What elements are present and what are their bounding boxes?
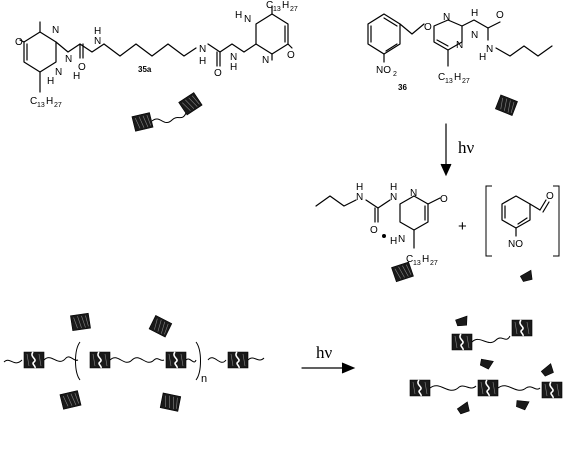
plus-sign: + xyxy=(458,218,467,235)
prod-urea-n2: N xyxy=(390,192,397,203)
prod-tail-sub1: 13 xyxy=(413,260,421,267)
urea-n-3: N xyxy=(199,44,206,55)
tail-right-sub1: 13 xyxy=(273,6,281,13)
compound-35a-label: 35a xyxy=(138,65,152,74)
urea36-h2: H xyxy=(479,52,486,63)
repeat-index: n xyxy=(201,373,207,385)
ring-nh-left: N xyxy=(55,67,62,78)
product-upy-structure: N H O N H N O N H C 13 H 27 xyxy=(315,182,448,267)
arrow-1-label: hν xyxy=(458,138,475,157)
prod-carbonyl-o: O xyxy=(440,194,448,205)
tail-right-h: H xyxy=(282,0,289,11)
supramolecular-polymer: n xyxy=(3,312,265,413)
urea36-h1: H xyxy=(471,8,478,19)
ring-nh-right: N xyxy=(244,14,251,25)
urea-h-4: H xyxy=(230,62,237,73)
urea-nh-1: N xyxy=(65,54,72,65)
nitroso-no: NO xyxy=(508,239,523,250)
tail-36-c: C xyxy=(438,72,445,83)
prod-urea-o: O xyxy=(370,225,378,236)
tail-left-c: C xyxy=(30,96,37,107)
urea-h-2: H xyxy=(94,26,101,37)
pyr-n-right: N xyxy=(456,40,463,51)
prod-tail-c: C xyxy=(406,254,413,265)
pyr-n-top: N xyxy=(443,12,450,23)
prod-ring-nh: N xyxy=(398,234,405,245)
ether-o: O xyxy=(424,22,432,33)
tail-right-sub2: 27 xyxy=(290,6,298,13)
arrow-2-label: hν xyxy=(316,343,333,362)
prod-ring-n: N xyxy=(410,188,417,199)
urea36-o: O xyxy=(496,10,504,21)
urea36-n1: N xyxy=(471,30,478,41)
prod-urea-h2: H xyxy=(390,182,397,193)
tail-36-h: H xyxy=(454,72,461,83)
prod-tail-h: H xyxy=(422,254,429,265)
urea36-n2: N xyxy=(486,44,493,55)
carbonyl-o-right: O xyxy=(287,50,295,61)
compound-35a-cartoon xyxy=(131,91,203,132)
tail-left-sub1: 13 xyxy=(37,102,45,109)
tail-right-c: C xyxy=(266,0,273,11)
photolysis-arrow-2: hν xyxy=(301,343,356,374)
nitro-no: NO xyxy=(376,65,391,76)
h-right: H xyxy=(235,10,242,21)
carbonyl-o-left: O xyxy=(15,37,23,48)
compound-36-structure: NO 2 O N N C 13 H 27 N H O N H 36 xyxy=(367,8,553,92)
prod-urea-n1: N xyxy=(356,192,363,203)
tail-36-sub2: 27 xyxy=(462,78,470,85)
urea-h-1: H xyxy=(73,71,80,82)
ring-n-right: N xyxy=(262,55,269,66)
nitroso-byproduct: O NO xyxy=(485,185,560,257)
h-left: H xyxy=(47,76,54,87)
urea-nh-4: N xyxy=(230,52,237,63)
compound-36-label: 36 xyxy=(398,83,407,92)
compound-35a-structure: O N N H C 13 H 27 N H O N H N H O N H O xyxy=(15,0,298,109)
tail-36-sub1: 13 xyxy=(445,78,453,85)
urea-h-3: H xyxy=(199,56,206,67)
urea-n-2: N xyxy=(94,36,101,47)
prod-urea-h1: H xyxy=(356,182,363,193)
aldehyde-o: O xyxy=(546,191,554,202)
prod-ring-h: H xyxy=(390,236,397,247)
tail-left-sub2: 27 xyxy=(54,102,62,109)
prod-tail-sub2: 27 xyxy=(430,260,438,267)
ring-n-left: N xyxy=(52,25,59,36)
fragmented-oligomers xyxy=(409,315,563,416)
urea-o-2: O xyxy=(214,68,222,79)
urea-o-1: O xyxy=(78,62,86,73)
nitro-sub: 2 xyxy=(393,71,397,78)
photolysis-arrow-1: hν xyxy=(440,123,475,177)
tail-left-h: H xyxy=(46,96,53,107)
